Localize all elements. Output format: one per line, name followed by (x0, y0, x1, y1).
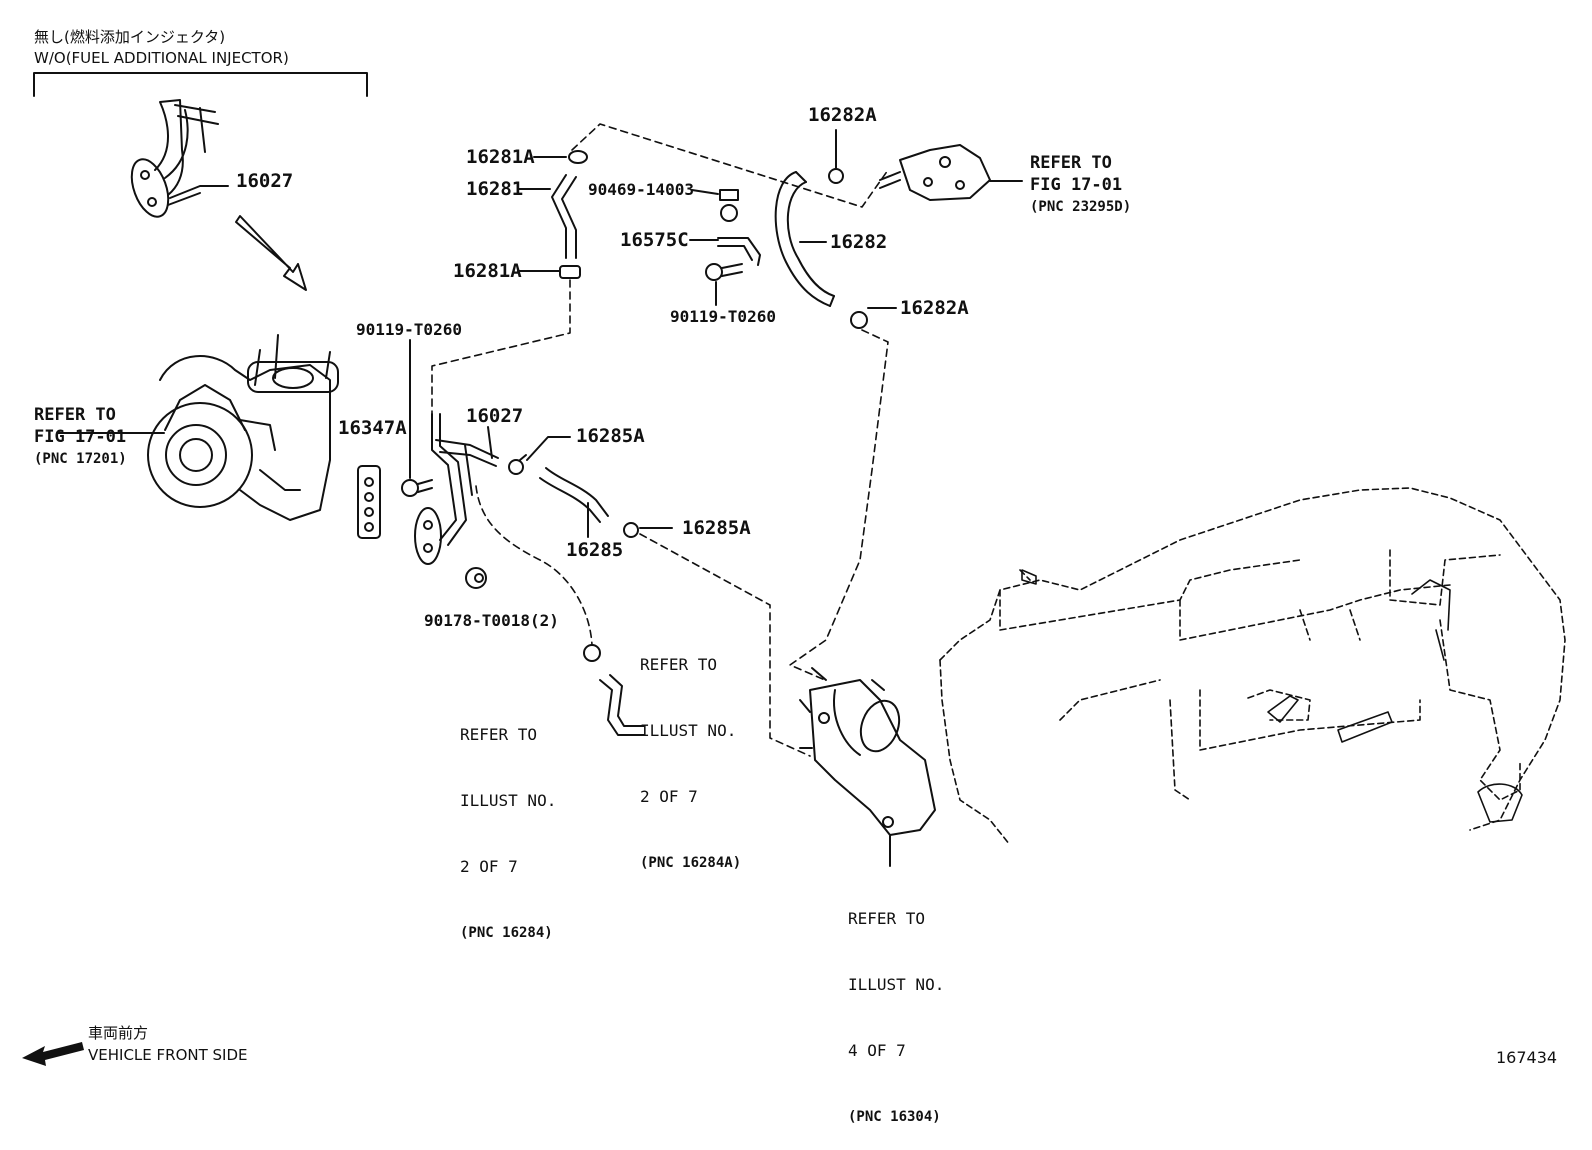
ref-fig17-left-line1: REFER TO (34, 405, 116, 425)
hose-16284 (599, 674, 645, 736)
part-label-16281A-top[interactable]: 16281A (466, 146, 535, 168)
ref-fig17-left[interactable]: REFER TO FIG 17-01 (PNC 17201) (34, 404, 127, 470)
water-outlet (799, 667, 936, 836)
ref-illust-16284A-line2: ILLUST NO. (640, 721, 737, 740)
clamp-16285A-top (508, 454, 527, 475)
part-label-16027-mid[interactable]: 16027 (466, 405, 524, 427)
ref-illust-16304-line3: 4 OF 7 (848, 1041, 906, 1060)
ref-illust-16284[interactable]: REFER TO ILLUST NO. 2 OF 7 (PNC 16284) (460, 680, 556, 966)
clamp-16284A (583, 644, 601, 662)
ref-illust-16284-line3: 2 OF 7 (460, 857, 518, 876)
engine-hoses (1021, 569, 1523, 823)
part-label-16285A-top[interactable]: 16285A (576, 425, 645, 447)
bolt-90119-left (401, 339, 433, 497)
ref-illust-16304[interactable]: REFER TO ILLUST NO. 4 OF 7 (PNC 16304) (848, 864, 944, 1150)
header-caption-en: W/O(FUEL ADDITIONAL INJECTOR) (34, 49, 289, 67)
part-label-16281[interactable]: 16281 (466, 178, 524, 200)
bolt-90119-right (705, 263, 743, 281)
part-label-16575C[interactable]: 16575C (620, 229, 689, 251)
part-label-90119-T0260-right[interactable]: 90119-T0260 (670, 307, 776, 326)
ref-illust-16304-line2: ILLUST NO. (848, 975, 945, 994)
ref-fig17-right-line2: FIG 17-01 (1030, 175, 1123, 195)
header-caption-jp: 無し(燃料添加インジェクタ) (34, 28, 226, 46)
ref-illust-16284A[interactable]: REFER TO ILLUST NO. 2 OF 7 (PNC 16284A) (640, 610, 741, 896)
part-label-16281A-bot[interactable]: 16281A (453, 260, 522, 282)
part-label-90178-T0018[interactable]: 90178-T0018(2) (424, 611, 559, 630)
part-label-16027-top[interactable]: 16027 (236, 170, 294, 192)
part-label-16282[interactable]: 16282 (830, 231, 888, 253)
clamp-16282A-top (828, 168, 844, 184)
ref-fig17-left-pnc: (PNC 17201) (34, 451, 127, 467)
part-label-16285A-bot[interactable]: 16285A (682, 517, 751, 539)
part-label-16347A[interactable]: 16347A (338, 417, 407, 439)
turbocharger (147, 334, 339, 521)
hose-16285 (539, 467, 609, 523)
ref-illust-16284A-pnc: (PNC 16284A) (640, 855, 742, 871)
footer-front-jp: 車両前方 (88, 1024, 149, 1042)
bracket-16575C (717, 237, 761, 266)
clamp-16281A-top (568, 150, 588, 164)
ref-illust-16304-line1: REFER TO (848, 909, 926, 928)
hose-16282 (774, 171, 835, 307)
illustration-number: 167434 (1496, 1048, 1558, 1067)
leader-16285A-top (526, 436, 571, 461)
ref-fig17-right-pnc: (PNC 23295D) (1030, 199, 1132, 215)
ref-illust-16284A-line1: REFER TO (640, 655, 718, 674)
bolt-90469 (719, 189, 739, 222)
part-label-16282A-bot[interactable]: 16282A (900, 297, 969, 319)
part-label-90469-14003[interactable]: 90469-14003 (588, 180, 694, 199)
clamp-16285A-bot (623, 522, 639, 538)
ref-illust-16284-line1: REFER TO (460, 725, 538, 744)
ref-fig17-left-line2: FIG 17-01 (34, 427, 127, 447)
part-label-16285[interactable]: 16285 (566, 539, 624, 561)
clamp-16282A-bot (850, 311, 868, 329)
direction-arrow (235, 215, 307, 291)
ref-illust-16284-pnc: (PNC 16284) (460, 925, 553, 941)
ref-fig17-right[interactable]: REFER TO FIG 17-01 (PNC 23295D) (1030, 152, 1131, 218)
pipe-16027-mid (414, 413, 499, 565)
clamp-16281A-bot (559, 265, 581, 279)
ref-fig17-right-line1: REFER TO (1030, 153, 1112, 173)
gasket-16347A (357, 465, 381, 539)
throttle-body (879, 144, 991, 201)
engine-outline (939, 487, 1566, 846)
part-label-16282A-top[interactable]: 16282A (808, 104, 877, 126)
front-side-arrow (22, 1042, 84, 1066)
diagram-artwork (22, 72, 1566, 1066)
leader-16027-mid (487, 426, 493, 459)
nut-90178 (465, 567, 487, 589)
header-bracket (33, 72, 368, 97)
hose-16281 (551, 174, 577, 259)
leader-90469 (691, 189, 719, 195)
routing-lines (431, 123, 889, 757)
part-label-90119-T0260-left[interactable]: 90119-T0260 (356, 320, 462, 339)
ref-illust-16284-line2: ILLUST NO. (460, 791, 557, 810)
ref-illust-16284A-line3: 2 OF 7 (640, 787, 698, 806)
pipe-16027-top (130, 99, 229, 218)
ref-illust-16304-pnc: (PNC 16304) (848, 1109, 941, 1125)
footer-front-en: VEHICLE FRONT SIDE (88, 1046, 248, 1064)
